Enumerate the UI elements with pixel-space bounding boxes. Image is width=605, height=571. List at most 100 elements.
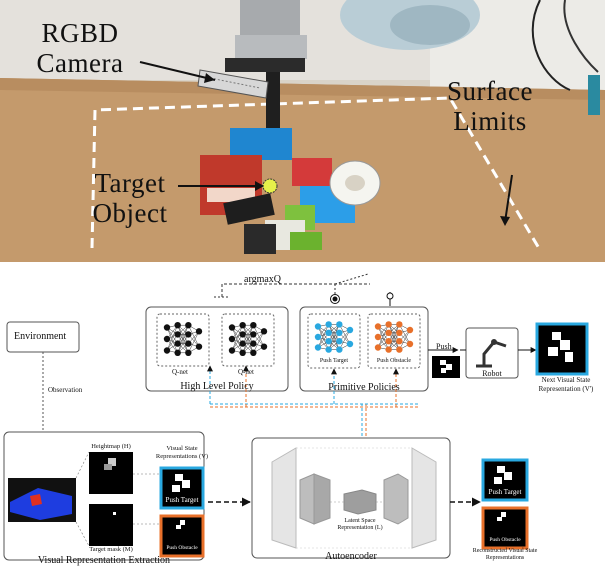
nn-edge xyxy=(177,325,189,353)
nn-node xyxy=(385,321,392,328)
nn-edge xyxy=(242,325,254,353)
nn-edge xyxy=(177,334,189,353)
primitive-policies-title: Primitive Policies xyxy=(328,382,400,393)
nn-edge xyxy=(231,325,243,351)
nn-edge xyxy=(328,332,340,350)
camera-label-text: RGBD Camera xyxy=(36,18,124,78)
nn-edge xyxy=(166,327,178,344)
nn-node xyxy=(385,329,392,336)
argmax-label: argmaxQ xyxy=(244,274,282,285)
observation-label: Observation xyxy=(48,386,83,394)
qnet-2-label: Q-net xyxy=(238,368,254,376)
recon-push-target-label: Push Target xyxy=(488,488,522,496)
nn-node xyxy=(174,340,181,347)
target-label-text: Target Object xyxy=(92,168,168,228)
nn-node xyxy=(228,347,236,354)
nn-edge xyxy=(339,324,351,345)
recon-push-obstacle-label: Push Obstacle xyxy=(489,537,521,543)
nn-edge xyxy=(328,324,340,342)
nn-node xyxy=(174,322,181,329)
nn-edge xyxy=(177,325,189,344)
target-object-label: Target Object xyxy=(80,168,180,228)
nn-edge xyxy=(231,327,243,344)
nn-node xyxy=(336,329,343,336)
nn-edge xyxy=(399,329,411,350)
nn-edge xyxy=(399,324,411,345)
nn-node xyxy=(260,343,268,350)
architecture-diagram: argmaxQ Environment Observation Q-net Q-… xyxy=(0,262,605,571)
nn-edge xyxy=(231,334,243,351)
nn-node xyxy=(406,326,414,334)
nn-node xyxy=(325,338,332,345)
nn-node xyxy=(374,333,382,341)
camera-label: RGBD Camera xyxy=(25,18,135,78)
nn-edge xyxy=(253,331,265,353)
nn-node xyxy=(185,331,192,338)
nn-edge xyxy=(166,325,178,351)
nn-node xyxy=(396,321,403,328)
nn-node xyxy=(336,321,343,328)
nn-edge xyxy=(388,324,400,350)
nn-node xyxy=(346,326,354,334)
environment-label: Environment xyxy=(14,331,67,342)
nn-edge xyxy=(242,325,254,344)
nn-node xyxy=(239,331,246,338)
high-level-policy-title: High Level Policy xyxy=(180,381,254,392)
nn-node xyxy=(314,344,322,351)
nn-edge xyxy=(317,326,329,350)
diagram-graphics xyxy=(3,273,589,561)
nn-node xyxy=(396,338,403,345)
nn-node xyxy=(163,324,171,331)
nn-node xyxy=(385,338,392,345)
extraction-title: Visual Representation Extraction xyxy=(37,555,171,566)
next-state-label: Next Visual State Representation (V') xyxy=(538,376,594,393)
nn-edge xyxy=(377,324,389,348)
nn-node xyxy=(250,349,257,356)
nn-node xyxy=(314,333,322,341)
nn-node xyxy=(195,343,203,350)
nn-node xyxy=(228,324,236,331)
nn-node xyxy=(260,328,268,335)
nn-node xyxy=(250,322,257,329)
qnet-1-label: Q-net xyxy=(172,368,188,376)
reconstructed-label: Reconstructed Visual State Representatio… xyxy=(472,548,538,561)
q-net-2-graphic xyxy=(228,322,268,356)
target-mask-label: Target mask (M) xyxy=(89,546,133,553)
nn-node xyxy=(239,322,246,329)
nn-node xyxy=(239,340,246,347)
nn-edge xyxy=(388,324,400,342)
nn-node xyxy=(163,335,171,343)
nn-node xyxy=(325,329,332,336)
nn-edge xyxy=(328,324,340,350)
visual-state-label: Visual State Representations (V) xyxy=(155,445,209,460)
nn-node xyxy=(185,349,192,356)
nn-edge xyxy=(253,325,265,347)
nn-node xyxy=(325,346,332,353)
nn-edge xyxy=(231,327,243,353)
nn-node xyxy=(396,329,403,336)
visual-push-target-label: Push Target xyxy=(165,496,199,504)
nn-edge xyxy=(188,325,200,347)
nn-node xyxy=(336,346,343,353)
nn-edge xyxy=(388,332,400,350)
push-obstacle-net-graphic xyxy=(374,321,414,353)
visual-push-obstacle-label: Push Obstacle xyxy=(166,545,198,551)
nn-node xyxy=(406,340,414,348)
robot-label: Robot xyxy=(482,369,502,378)
nn-node xyxy=(185,340,192,347)
nn-node xyxy=(195,328,203,335)
surface-limits-label: Surface Limits xyxy=(425,76,555,136)
nn-edge xyxy=(339,329,351,350)
nn-node xyxy=(185,322,192,329)
nn-node xyxy=(250,340,257,347)
scene-illustration xyxy=(0,0,605,262)
q-net-1-graphic xyxy=(163,322,203,356)
nn-node xyxy=(325,321,332,328)
nn-node xyxy=(163,347,171,354)
nn-edge xyxy=(188,331,200,353)
nn-edge xyxy=(377,326,389,350)
heightmap-label: Heightmap (H) xyxy=(91,443,131,450)
push-action-label: Push xyxy=(436,342,452,351)
nn-node xyxy=(228,335,236,343)
nn-node xyxy=(396,346,403,353)
